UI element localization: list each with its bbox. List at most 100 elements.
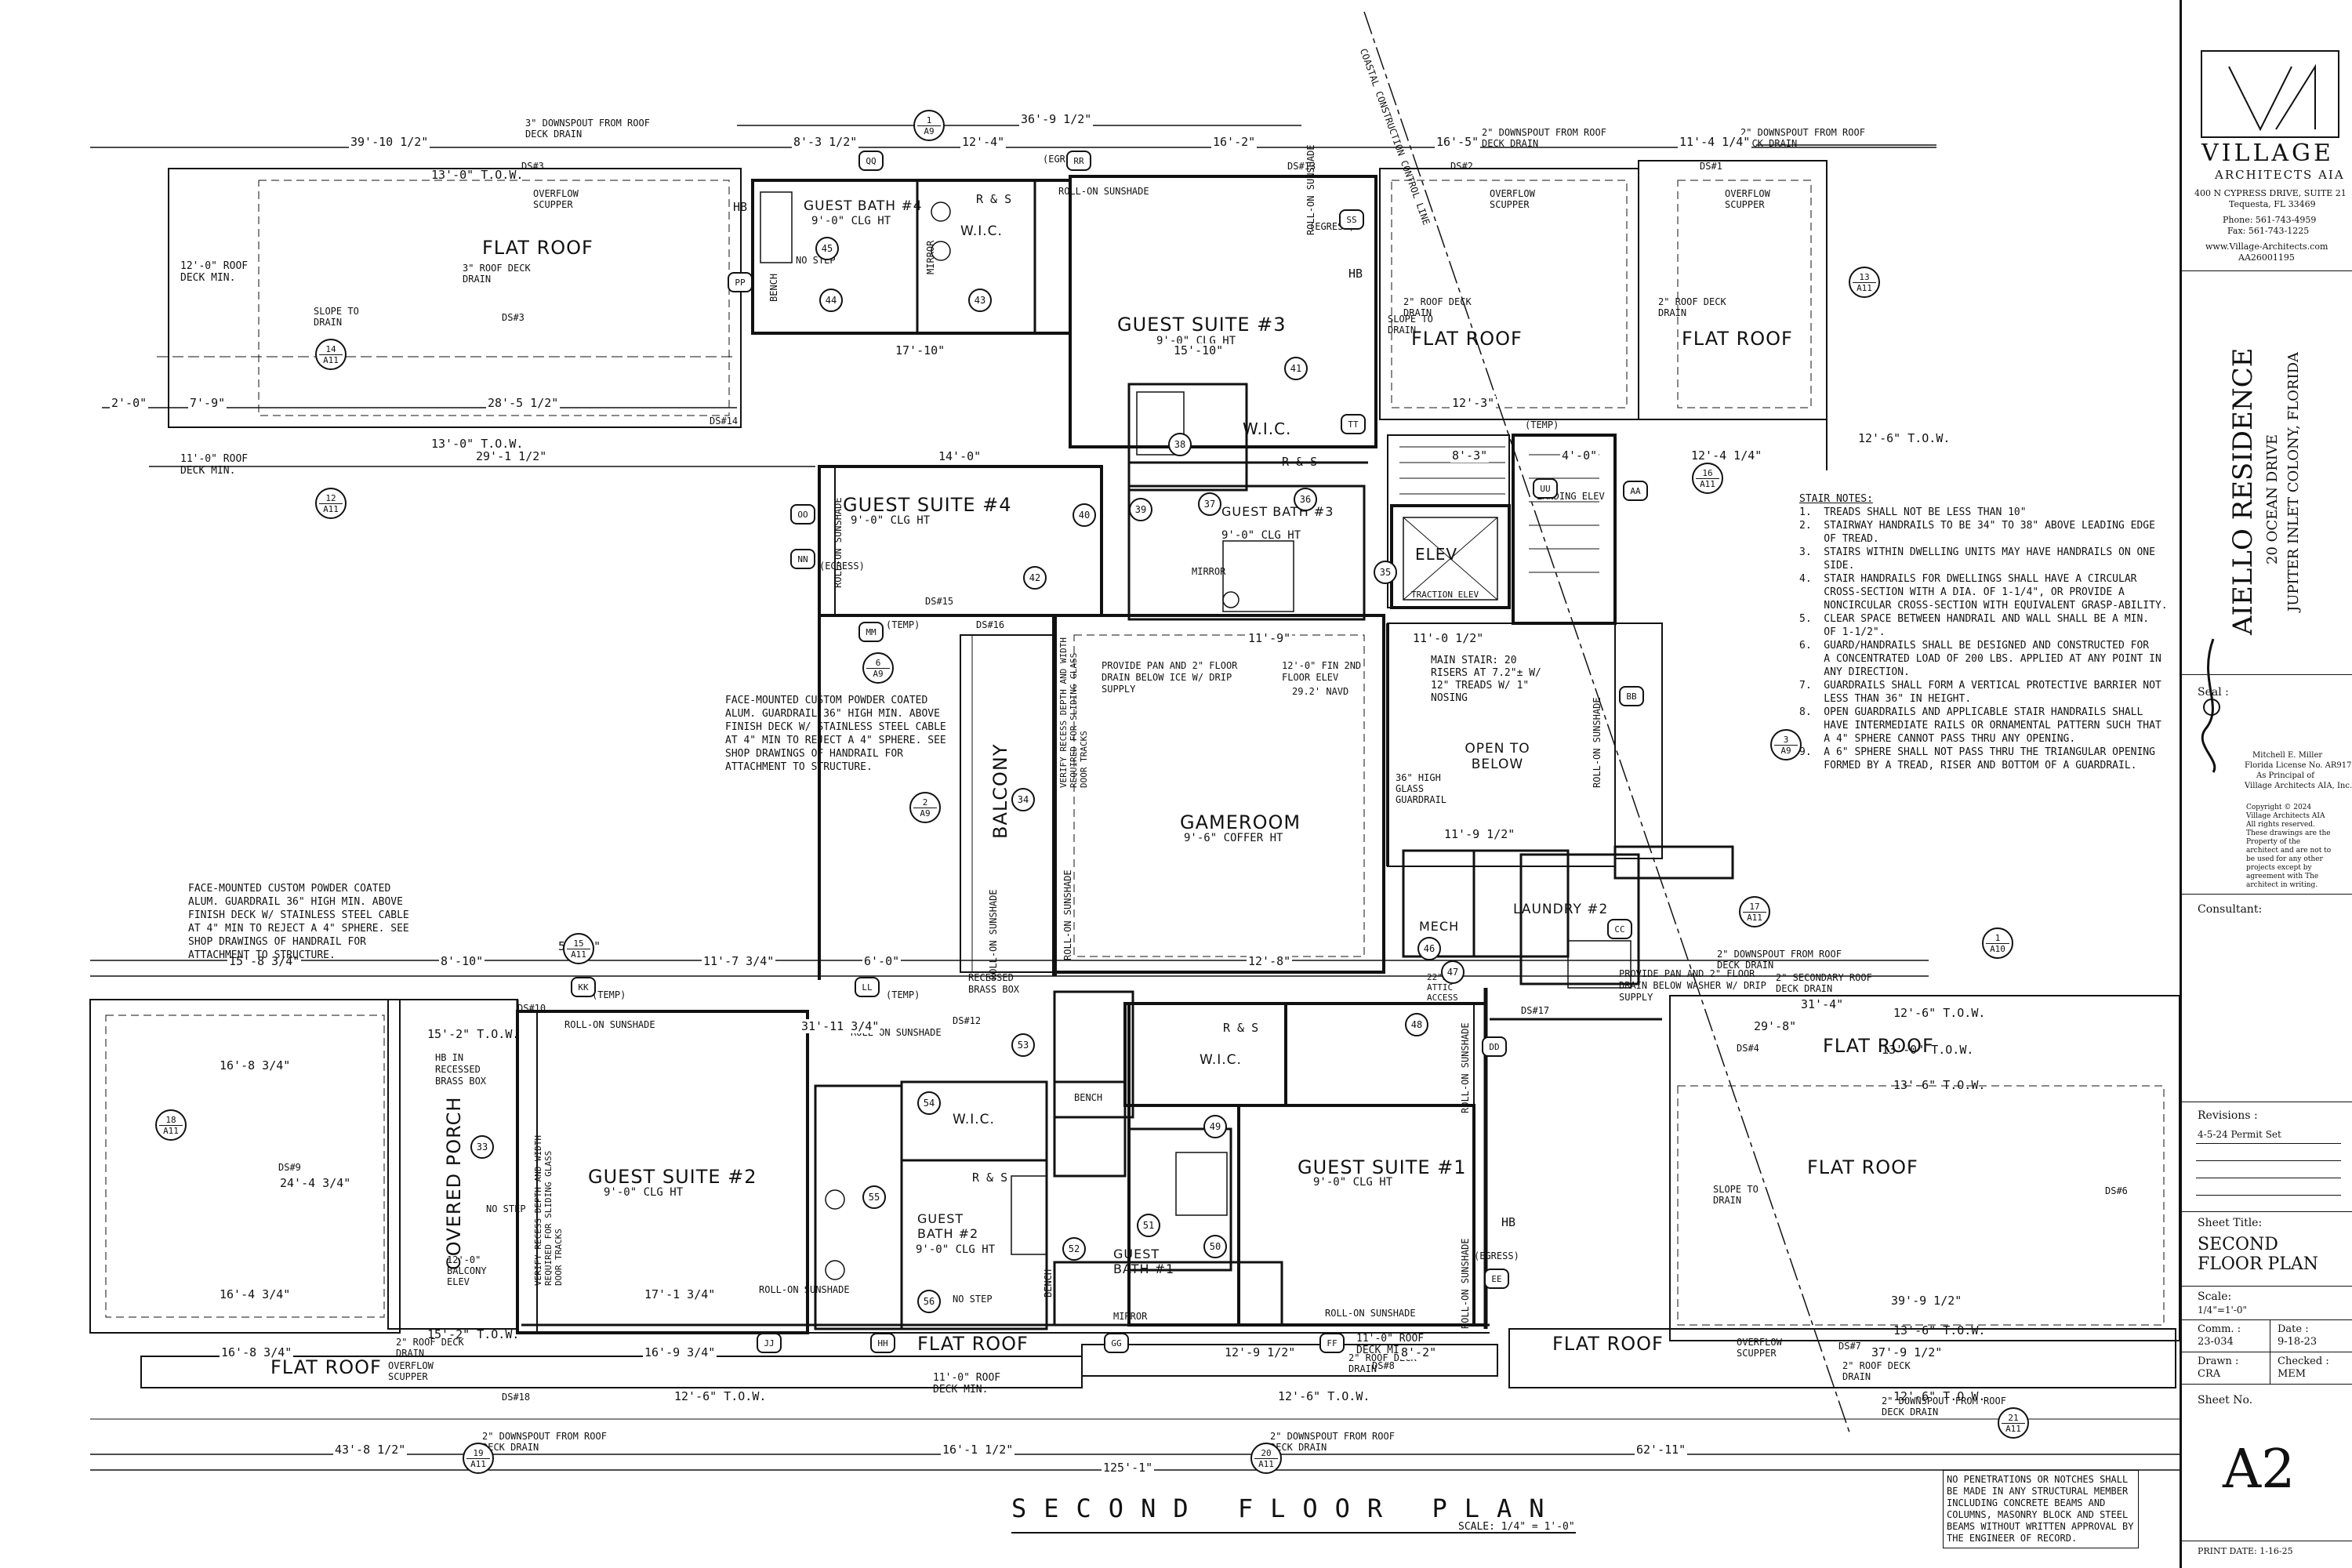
no-step-label: NO STEP [486, 1203, 526, 1214]
date-value: 9-18-23 [2278, 1336, 2318, 1348]
firm-city: Tequesta, FL 33469 [2229, 199, 2316, 209]
dimension: 37'-9 1/2" [1870, 1345, 1944, 1359]
scale-value: 1/4"=1'-0" [2198, 1305, 2248, 1316]
dimension: 17'-10" [894, 343, 947, 358]
overflow-scupper-label: OVERFLOW SCUPPER [533, 188, 579, 210]
firm-fax: Fax: 561-743-1225 [2227, 226, 2310, 236]
downspout-id: DS#17 [1521, 1005, 1550, 1016]
sheet-title-line2: FLOOR PLAN [2198, 1254, 2319, 1274]
rs-label: R & S [1282, 455, 1318, 469]
door-tag: MM [858, 622, 884, 642]
dimension: 31'-11 3/4" [800, 1019, 881, 1033]
guest-suite-4-ceiling: 9'-0" CLG HT [851, 514, 931, 527]
tow-label: 12'-6" T.O.W. [1278, 1389, 1370, 1403]
overflow-scupper-label: OVERFLOW SCUPPER [1737, 1337, 1782, 1359]
mech-label: MECH [1419, 919, 1460, 934]
dimension: 28'-5 1/2" [486, 396, 561, 410]
tow-label: 12'-6" T.O.W. [1858, 431, 1951, 445]
window-tag: 51 [1137, 1214, 1160, 1237]
mirror-label: MIRROR [1192, 566, 1226, 577]
downspout-id: DS#4 [1737, 1043, 1759, 1054]
roof-deck-min-label: 11'-0" ROOF DECK MIN. [933, 1372, 1001, 1396]
window-tag: 47 [1441, 960, 1465, 984]
downspout-id: DS#13 [1287, 161, 1316, 172]
downspout-id: DS#3 [502, 312, 524, 323]
project-city: JUPITER INLET COLONY, FLORIDA [2285, 352, 2302, 612]
dimension: 2'-0" [110, 396, 149, 410]
dimension: 8'-3 1/2" [792, 135, 859, 149]
flat-roof-ne2-label: FLAT ROOF [1682, 328, 1793, 350]
egress-label: (EGRESS) [1474, 1250, 1519, 1261]
dimension: 62'-11" [1635, 1443, 1688, 1457]
wic-3-label: W.I.C. [1243, 419, 1292, 438]
dimension: 16'-4 3/4" [218, 1287, 292, 1301]
guest-bath-4-ceiling: 9'-0" CLG HT [811, 215, 891, 227]
title-block: VILLAGE ARCHITECTS AIA 400 N CYPRESS DRI… [2180, 0, 2352, 1568]
window-tag: 38 [1168, 433, 1192, 456]
downspout-id: DS#14 [710, 416, 739, 426]
guest-bath-1-label: GUEST BATH #1 [1113, 1247, 1175, 1276]
sunshade-label: ROLL-ON SUNSHADE [1058, 186, 1149, 197]
sunshade-label: ROLL-ON SUNSHADE [564, 1019, 655, 1030]
door-tag: NN [790, 549, 815, 569]
hose-bib-label: HB [1501, 1215, 1516, 1229]
guest-bath-3-ceiling: 9'-0" CLG HT [1221, 529, 1301, 542]
dimension: 15'-10" [1172, 343, 1225, 358]
window-tag: 33 [470, 1135, 494, 1159]
dimension: 125'-1" [1102, 1461, 1155, 1475]
tow-label: 13'-0" T.O.W. [1882, 1043, 1974, 1057]
scale-label: Scale: [2198, 1290, 2232, 1303]
door-tag: LL [855, 977, 880, 997]
window-tag: 55 [862, 1185, 886, 1209]
print-date: PRINT DATE: 1-16-25 [2198, 1546, 2293, 1556]
dimension: 17'-1 3/4" [643, 1287, 717, 1301]
seal-firm: Village Architects AIA, Inc. [2245, 782, 2352, 790]
seal-role: As Principal of [2256, 771, 2314, 780]
door-tag: KK [571, 977, 596, 997]
roof-drain-note: 2" ROOF DECK DRAIN [396, 1337, 464, 1359]
sunshade-label: ROLL-ON SUNSHADE [1062, 869, 1073, 960]
seal-stamp-icon [2201, 638, 2220, 773]
revision-entry: 4-5-24 Permit Set [2198, 1129, 2281, 1140]
dimension: 43'-8 1/2" [333, 1443, 408, 1457]
guest-suite-3-label: GUEST SUITE #3 [1117, 314, 1287, 336]
sunshade-label: ROLL-ON SUNSHADE [1592, 697, 1602, 788]
door-tag: FF [1319, 1333, 1345, 1353]
door-tag: DD [1482, 1036, 1507, 1057]
downspout-id: DS#1 [1700, 161, 1722, 172]
rs-label: R & S [1223, 1021, 1259, 1035]
wic-2-label: W.I.C. [953, 1112, 995, 1127]
dimension: 11'-9" [1247, 631, 1293, 645]
window-tag: 53 [1011, 1033, 1035, 1057]
drawn-value: CRA [2198, 1368, 2221, 1380]
laundry-label: LAUNDRY #2 [1513, 902, 1609, 917]
tow-label: 12'-6" T.O.W. [1893, 1389, 1986, 1403]
sliding-door-note: VERIFY RECESS DEPTH AND WIDTH REQUIRED F… [1058, 637, 1089, 788]
window-tag: 34 [1011, 788, 1035, 811]
firm-address: 400 N CYPRESS DRIVE, SUITE 21 [2194, 188, 2347, 198]
downspout-id: DS#7 [1838, 1341, 1861, 1352]
dimension: 16'-8 3/4" [218, 1058, 292, 1073]
door-tag: TT [1341, 414, 1366, 434]
washer-drain-note: PROVIDE PAN AND 2" FLOOR DRAIN BELOW WAS… [1619, 968, 1766, 1003]
bench-label: BENCH [1043, 1269, 1054, 1298]
glass-guardrail-note: 36" HIGH GLASS GUARDRAIL [1396, 772, 1447, 805]
temp-label: (TEMP) [886, 619, 920, 630]
guest-suite-2-ceiling: 9'-0" CLG HT [604, 1186, 684, 1199]
flat-roof-s1-label: FLAT ROOF [1552, 1333, 1664, 1355]
plan-scale: SCALE: 1/4" = 1'-0" [1458, 1521, 1575, 1533]
dimension: 11'-4 1/4" [1678, 135, 1752, 149]
roof-drain-note: 2" ROOF DECK DRAIN [1658, 296, 1726, 318]
flat-roof-s2-label: FLAT ROOF [917, 1333, 1029, 1355]
dimension: 39'-10 1/2" [349, 135, 430, 149]
guest-suite-2-label: GUEST SUITE #2 [588, 1166, 757, 1188]
roof-drain-note: 2" ROOF DECK DRAIN [1403, 296, 1472, 318]
dimension: 16'-8 3/4" [220, 1345, 294, 1359]
